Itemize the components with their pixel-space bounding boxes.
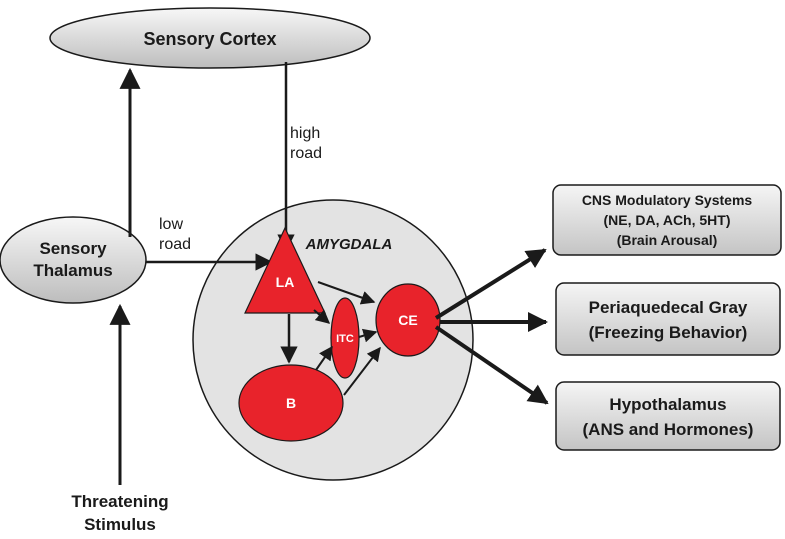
cns-modulatory-box: CNS Modulatory Systems (NE, DA, ACh, 5HT…	[552, 184, 782, 256]
periaqueductal-gray-rect	[555, 282, 781, 356]
low-road-label-line2: road	[159, 236, 191, 253]
cns-modulatory-line2: (NE, DA, ACh, 5HT)	[603, 212, 730, 228]
itc-label: ITC	[336, 333, 354, 345]
cns-modulatory-line3: (Brain Arousal)	[617, 232, 718, 248]
periaqueductal-gray-line1: Periaquedecal Gray	[589, 298, 748, 317]
hypothalamus-line1: Hypothalamus	[609, 395, 726, 414]
high-road-label-line2: road	[290, 145, 322, 162]
cns-modulatory-line1: CNS Modulatory Systems	[582, 192, 753, 208]
hypothalamus-rect	[555, 381, 781, 451]
hypothalamus-box: Hypothalamus (ANS and Hormones)	[555, 381, 781, 451]
ce-label: CE	[398, 312, 417, 328]
low-road-label-line1: low	[159, 216, 183, 233]
la-label: LA	[276, 274, 295, 290]
la-nucleus	[244, 226, 326, 314]
b-label: B	[286, 395, 296, 411]
arrow-ce-to-hypothalamus	[434, 325, 549, 405]
sensory-cortex-node: Sensory Cortex	[49, 7, 371, 69]
b-nucleus	[238, 364, 344, 442]
arrow-itc-to-ce	[358, 328, 378, 343]
itc-nucleus	[330, 297, 360, 379]
periaqueductal-gray-line2: (Freezing Behavior)	[589, 323, 748, 342]
sensory-thalamus-ellipse	[0, 216, 147, 304]
periaqueductal-gray-box: Periaquedecal Gray (Freezing Behavior)	[555, 282, 781, 356]
arrow-b-to-ce	[343, 346, 381, 396]
arrow-b-to-itc	[315, 345, 333, 371]
sensory-cortex-label: Sensory Cortex	[143, 29, 276, 49]
arrow-la-to-ce	[317, 281, 376, 305]
sensory-cortex-ellipse	[49, 7, 371, 69]
cns-modulatory-rect	[552, 184, 782, 256]
high-road-label-line1: high	[290, 125, 320, 142]
threatening-stimulus-label-line1: Threatening	[71, 492, 168, 511]
amygdala-label: AMYGDALA	[305, 236, 393, 253]
sensory-thalamus-label-line2: Thalamus	[33, 261, 112, 280]
sensory-thalamus-node: Sensory Thalamus	[0, 216, 147, 304]
hypothalamus-line2: (ANS and Hormones)	[583, 420, 754, 439]
arrow-ce-to-cns	[434, 248, 547, 320]
sensory-thalamus-label-line1: Sensory	[39, 239, 107, 258]
arrow-la-to-itc	[313, 309, 331, 324]
threatening-stimulus-label-line2: Stimulus	[84, 515, 156, 534]
